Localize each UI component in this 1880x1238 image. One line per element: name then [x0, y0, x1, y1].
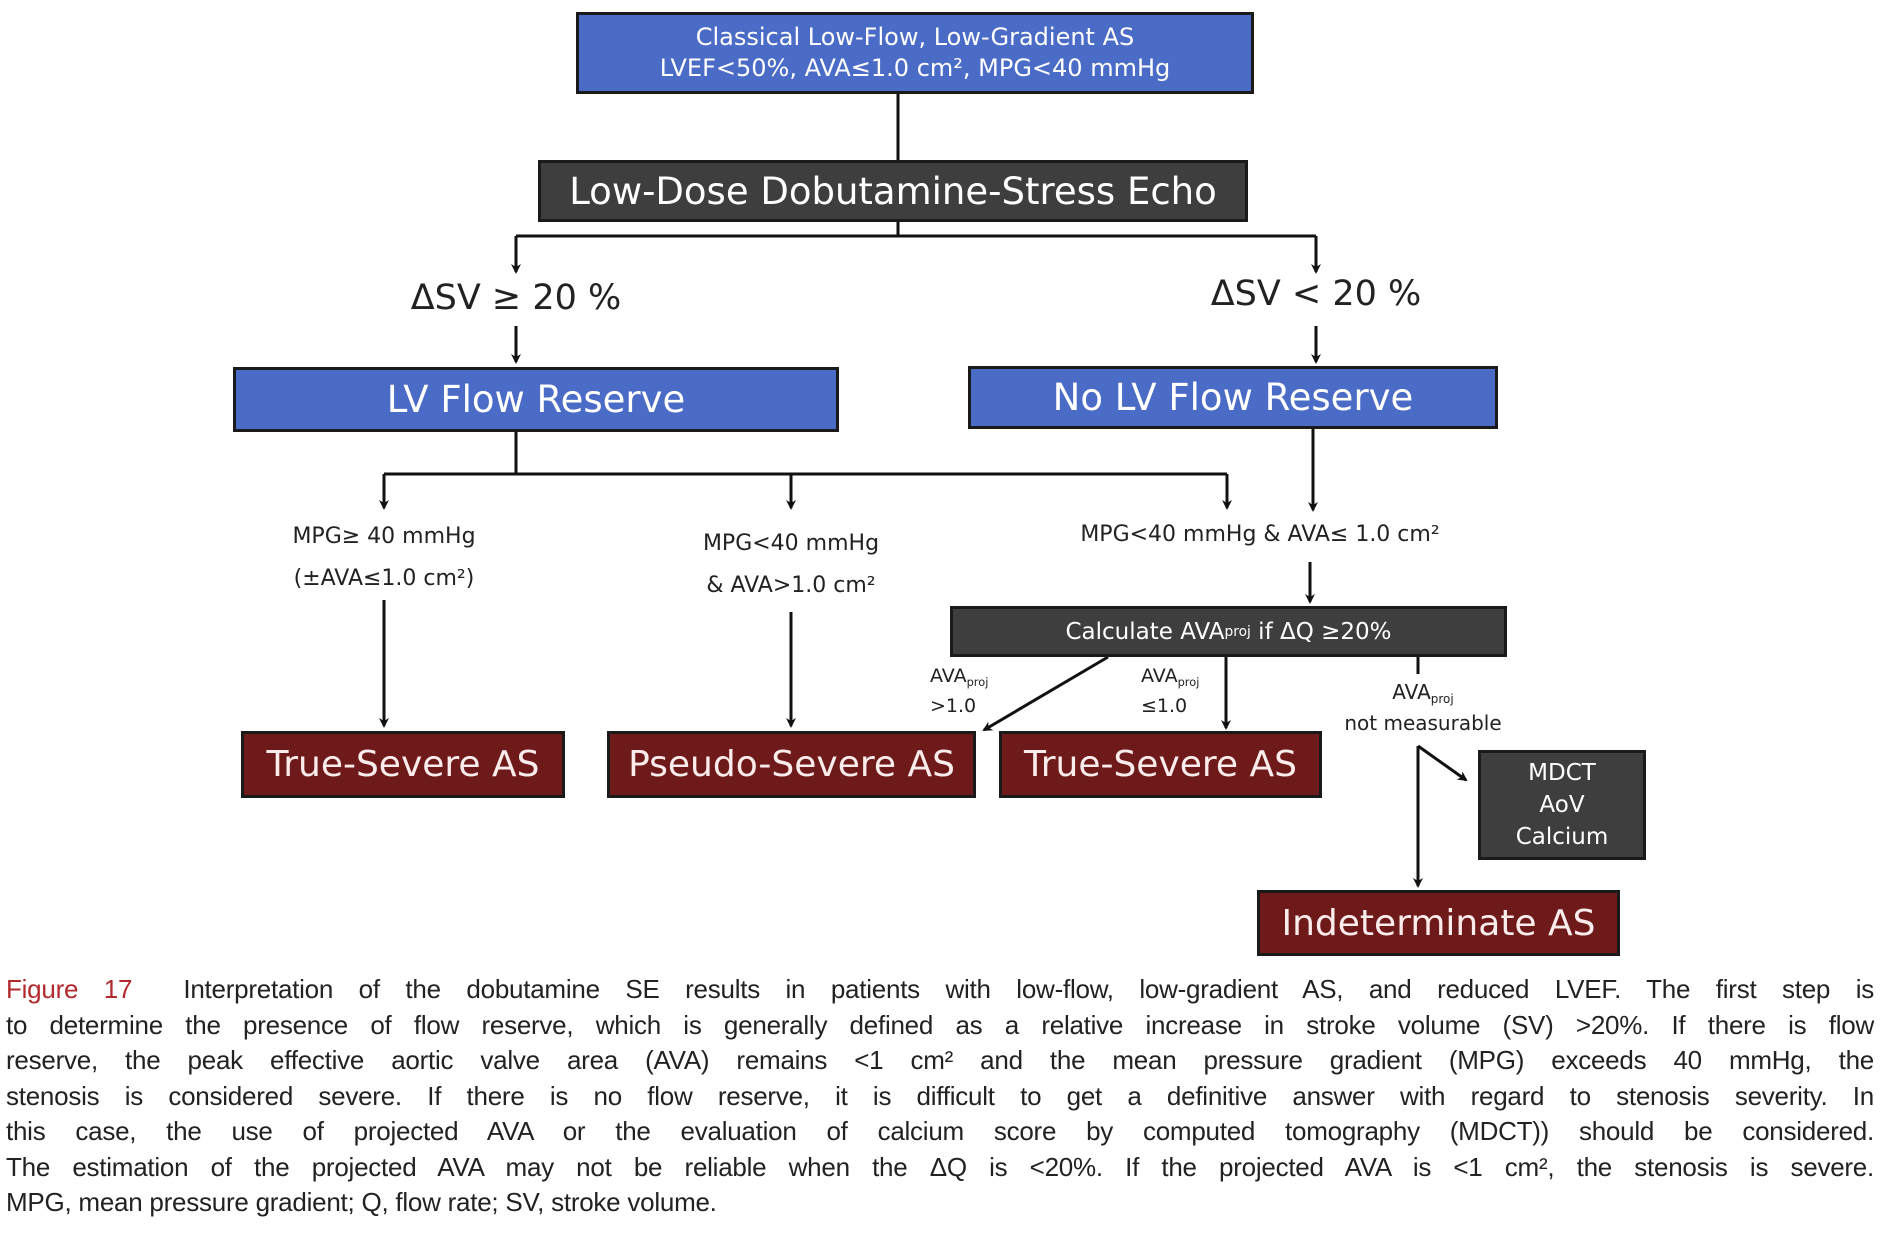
result-true-severe-2-label: True-Severe AS: [1024, 744, 1297, 785]
start-line-1: Classical Low-Flow, Low-Gradient AS: [695, 23, 1135, 51]
dobutamine-test-label: Low-Dose Dobutamine-Stress Echo: [569, 169, 1217, 213]
mdct-line-1: MDCT: [1528, 760, 1596, 786]
result-indeterminate: Indeterminate AS: [1257, 890, 1620, 956]
caption-line-2: to determine the presence of flow reserv…: [6, 1009, 1874, 1040]
lv-flow-reserve-label: LV Flow Reserve: [386, 378, 686, 421]
figure-caption: Figure 17 Interpretation of the dobutami…: [6, 972, 1874, 1221]
proj-nm-main: AVA: [1392, 680, 1431, 704]
figure-label: Figure 17: [6, 974, 133, 1004]
proj-le-main: AVA: [1141, 665, 1178, 687]
condition-2-line-2: & AVA>1.0 cm²: [706, 573, 876, 598]
connector-arrows: [379, 94, 1468, 888]
caption-line-5: this case, the use of projected AVA or t…: [6, 1116, 1874, 1146]
caption-line-6: The estimation of the projected AVA may …: [6, 1151, 1874, 1182]
result-indeterminate-label: Indeterminate AS: [1281, 902, 1596, 944]
mdct-line-3: Calcium: [1515, 824, 1609, 850]
condition-1-line-2: (±AVA≤1.0 cm²): [293, 566, 475, 591]
proj-gt-sub: proj: [966, 674, 989, 689]
result-true-severe-2: True-Severe AS: [999, 731, 1322, 798]
proj-gt-label: AVAproj >1.0: [930, 664, 1020, 718]
arrow-to-mdct: [1417, 744, 1468, 782]
proj-not-measurable-label: AVAproj not measurable: [1338, 680, 1508, 735]
no-lv-flow-reserve-node: No LV Flow Reserve: [968, 366, 1498, 429]
condition-1: MPG≥ 40 mmHg (±AVA≤1.0 cm²): [264, 516, 504, 600]
calc-suffix: if ΔQ ≥20%: [1250, 618, 1392, 645]
start-line-2: LVEF<50%, AVA≤1.0 cm², MPG<40 mmHg: [659, 54, 1171, 82]
start-node: Classical Low-Flow, Low-Gradient AS LVEF…: [576, 12, 1254, 94]
caption-line-1-text: Interpretation of the dobutamine SE resu…: [183, 974, 1874, 1004]
condition-2: MPG<40 mmHg & AVA>1.0 cm²: [671, 523, 911, 607]
dobutamine-test-node: Low-Dose Dobutamine-Stress Echo: [538, 160, 1248, 222]
condition-2-line-1: MPG<40 mmHg: [702, 531, 880, 556]
proj-le-label: AVAproj ≤1.0: [1141, 664, 1231, 718]
mdct-aov-calcium-node: MDCT AoV Calcium: [1478, 750, 1646, 860]
lv-flow-reserve-node: LV Flow Reserve: [233, 367, 839, 432]
no-lv-flow-reserve-label: No LV Flow Reserve: [1052, 376, 1414, 419]
proj-le-sub: proj: [1177, 674, 1200, 689]
branch-left-label: ΔSV ≥ 20 %: [410, 278, 622, 318]
proj-gt-main: AVA: [930, 665, 967, 687]
branch-right-label: ΔSV < 20 %: [1210, 274, 1422, 314]
proj-gt-value: >1.0: [930, 694, 977, 717]
caption-line-7: MPG, mean pressure gradient; Q, flow rat…: [6, 1187, 717, 1217]
result-true-severe-1: True-Severe AS: [241, 731, 565, 798]
proj-nm-value: not measurable: [1344, 711, 1502, 736]
calc-prefix: Calculate AVA: [1065, 618, 1225, 645]
result-pseudo-severe: Pseudo-Severe AS: [607, 731, 976, 798]
proj-le-value: ≤1.0: [1141, 694, 1188, 717]
calc-sub: proj: [1224, 623, 1251, 640]
condition-1-line-1: MPG≥ 40 mmHg: [292, 524, 476, 549]
result-true-severe-1-label: True-Severe AS: [266, 744, 540, 785]
caption-line-4: stenosis is considered severe. If there …: [6, 1080, 1874, 1111]
condition-3: MPG<40 mmHg & AVA≤ 1.0 cm²: [1080, 522, 1440, 547]
mdct-line-2: AoV: [1539, 792, 1585, 818]
result-pseudo-severe-label: Pseudo-Severe AS: [628, 744, 955, 785]
arrow-proj-gt-to-pseudo: [982, 655, 1109, 732]
caption-line-1: Figure 17 Interpretation of the dobutami…: [6, 972, 1874, 1008]
caption-line-3: reserve, the peak effective aortic valve…: [6, 1045, 1874, 1075]
proj-nm-sub: proj: [1430, 692, 1454, 707]
